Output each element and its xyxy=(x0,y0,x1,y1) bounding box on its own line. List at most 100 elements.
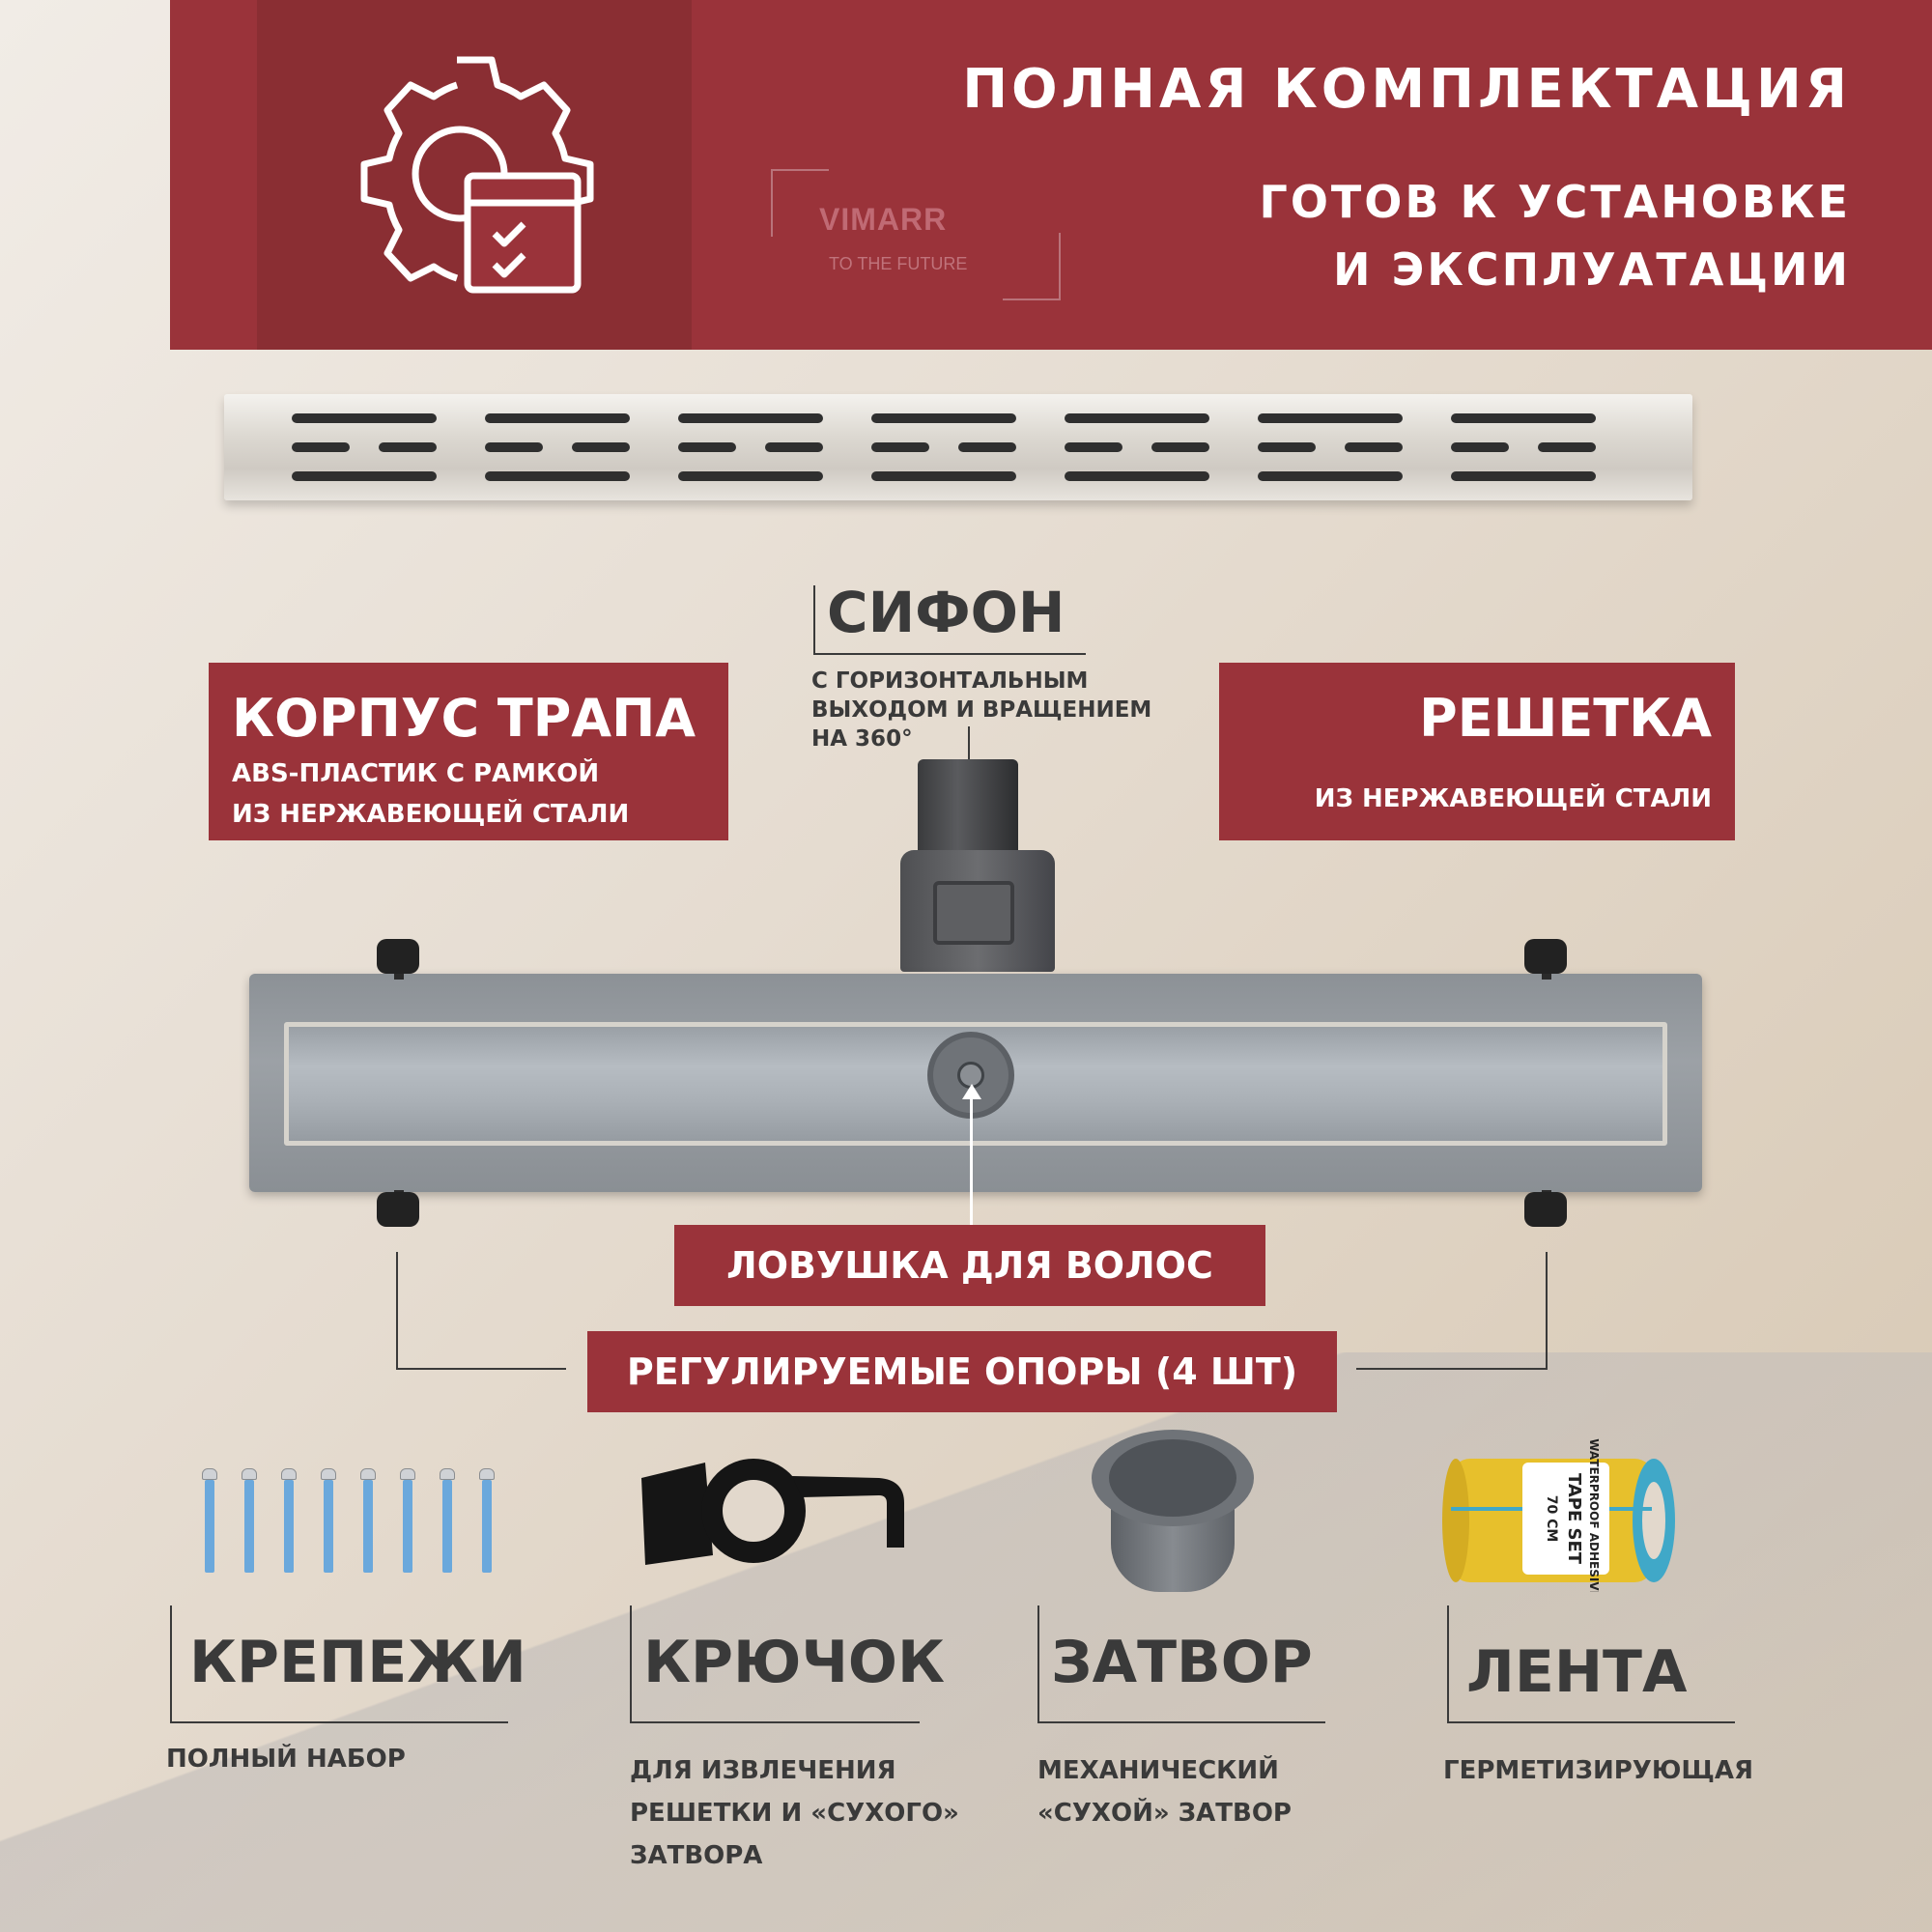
sifon-bracket-horizontal xyxy=(813,653,1086,655)
logo-name: VIMARR xyxy=(819,202,948,237)
grate-slot xyxy=(292,413,437,423)
zatvor-title: ЗАТВОР xyxy=(1051,1629,1313,1696)
page-subtitle-line-1: ГОТОВ К УСТАНОВКЕ xyxy=(1259,176,1851,228)
grate-slot xyxy=(678,442,736,452)
settings-gear-icon xyxy=(354,50,595,301)
legs-bracket-right-vertical xyxy=(1546,1252,1548,1368)
screw-anchor-icon xyxy=(397,1468,418,1575)
grate-slot xyxy=(379,442,437,452)
grate-slot xyxy=(1451,471,1596,481)
grate-slot xyxy=(485,413,630,423)
grate-slot xyxy=(1345,442,1403,452)
brand-logo: VIMARR TO THE FUTURE xyxy=(771,169,1061,300)
grate-slot xyxy=(871,471,1016,481)
korpus-desc-line-1: ABS-ПЛАСТИК С РАМКОЙ xyxy=(232,759,600,788)
kryuchok-title: КРЮЧОК xyxy=(643,1629,945,1696)
tape-icon: WATERPROOF ADHESIVE TAPE SET 70 CM xyxy=(1441,1437,1683,1599)
grate-slot xyxy=(871,442,929,452)
grate-slot xyxy=(678,471,823,481)
logo-tagline: TO THE FUTURE xyxy=(829,254,968,273)
grate-slot xyxy=(1538,442,1596,452)
screws-icon xyxy=(199,1468,518,1575)
krepezhi-bracket-vertical xyxy=(170,1605,172,1723)
sifon-desc-line-3: НА 360° xyxy=(811,726,913,752)
zatvor-desc-line-2: «СУХОЙ» ЗАТВОР xyxy=(1037,1799,1292,1828)
grate-slot xyxy=(485,471,630,481)
siphon-sticker xyxy=(933,881,1014,945)
kryuchok-desc-line-1: ДЛЯ ИЗВЛЕЧЕНИЯ xyxy=(630,1756,896,1785)
sifon-title: СИФОН xyxy=(827,580,1065,645)
zatvor-bracket-vertical xyxy=(1037,1605,1039,1723)
grate-slot xyxy=(871,413,1016,423)
legs-label-box: РЕГУЛИРУЕМЫЕ ОПОРЫ (4 ШТ) xyxy=(587,1331,1337,1412)
legs-bracket-right-horizontal xyxy=(1356,1368,1548,1370)
kryuchok-bracket-horizontal xyxy=(630,1721,920,1723)
kryuchok-desc-line-3: ЗАТВОРА xyxy=(630,1841,763,1870)
hair-trap-label: ЛОВУШКА ДЛЯ ВОЛОС xyxy=(726,1244,1213,1287)
grate-slot xyxy=(1258,442,1316,452)
logo-corner-bottom-right xyxy=(1003,233,1061,300)
grate-slot xyxy=(1258,413,1403,423)
adjustable-leg-icon xyxy=(377,939,419,974)
grate-slot xyxy=(678,413,823,423)
krepezhi-desc: ПОЛНЫЙ НАБОР xyxy=(166,1745,406,1774)
grate-slot xyxy=(292,471,437,481)
legs-bracket-left-horizontal xyxy=(396,1368,566,1370)
zatvor-desc-line-1: МЕХАНИЧЕСКИЙ xyxy=(1037,1756,1279,1785)
sifon-desc-line-1: С ГОРИЗОНТАЛЬНЫМ xyxy=(811,668,1089,694)
sifon-desc-line-2: ВЫХОДОМ И ВРАЩЕНИЕМ xyxy=(811,697,1152,723)
trap-opening xyxy=(1109,1439,1236,1517)
logo-corner-top-left xyxy=(771,169,829,237)
arrowhead-icon xyxy=(962,1084,981,1099)
grate-slot xyxy=(1065,442,1122,452)
reshetka-label-box: РЕШЕТКА ИЗ НЕРЖАВЕЮЩЕЙ СТАЛИ xyxy=(1219,663,1735,840)
krepezhi-bracket-horizontal xyxy=(170,1721,508,1723)
reshetka-title: РЕШЕТКА xyxy=(1419,688,1712,749)
tape-label-line-2: TAPE SET xyxy=(1564,1473,1584,1565)
korpus-title: КОРПУС ТРАПА xyxy=(232,688,696,749)
kryuchok-desc-line-2: РЕШЕТКИ И «СУХОГО» xyxy=(630,1799,959,1828)
kryuchok-bracket-vertical xyxy=(630,1605,632,1723)
screw-anchor-icon xyxy=(318,1468,339,1575)
screw-anchor-icon xyxy=(199,1468,220,1575)
screw-anchor-icon xyxy=(476,1468,497,1575)
grate-slot xyxy=(1151,442,1209,452)
screw-anchor-icon xyxy=(278,1468,299,1575)
hook-icon xyxy=(638,1457,908,1573)
grate-slot xyxy=(1065,471,1209,481)
adjustable-leg-icon xyxy=(1524,1192,1567,1227)
hair-trap-label-box: ЛОВУШКА ДЛЯ ВОЛОС xyxy=(674,1225,1265,1306)
sifon-bracket-vertical xyxy=(813,585,815,655)
reshetka-desc: ИЗ НЕРЖАВЕЮЩЕЙ СТАЛИ xyxy=(1314,784,1712,813)
lenta-title: ЛЕНТА xyxy=(1466,1638,1688,1706)
sifon-pointer-line xyxy=(968,726,970,769)
page-title: ПОЛНАЯ КОМПЛЕКТАЦИЯ xyxy=(962,58,1851,121)
krepezhi-title: КРЕПЕЖИ xyxy=(189,1629,526,1696)
page-subtitle-line-2: И ЭКСПЛУАТАЦИИ xyxy=(1332,243,1851,296)
background-shade xyxy=(0,1352,1932,1932)
lenta-desc: ГЕРМЕТИЗИРУЮЩАЯ xyxy=(1443,1756,1753,1785)
grate-slot xyxy=(958,442,1016,452)
hair-trap-pointer xyxy=(970,1090,973,1227)
legs-bracket-left-vertical xyxy=(396,1252,398,1368)
grate-slot xyxy=(1451,413,1596,423)
legs-label: РЕГУЛИРУЕМЫЕ ОПОРЫ (4 ШТ) xyxy=(626,1350,1298,1393)
grate-slot xyxy=(572,442,630,452)
grate-slot xyxy=(1065,413,1209,423)
korpus-desc-line-2: ИЗ НЕРЖАВЕЮЩЕЙ СТАЛИ xyxy=(232,800,630,829)
grate-slot xyxy=(1451,442,1509,452)
grate-slot xyxy=(292,442,350,452)
steel-grate-image xyxy=(224,394,1692,500)
korpus-label-box: КОРПУС ТРАПА ABS-ПЛАСТИК С РАМКОЙ ИЗ НЕР… xyxy=(209,663,728,840)
lenta-bracket-vertical xyxy=(1447,1605,1449,1723)
screw-anchor-icon xyxy=(437,1468,458,1575)
zatvor-bracket-horizontal xyxy=(1037,1721,1325,1723)
screw-anchor-icon xyxy=(357,1468,379,1575)
tape-label-line-3: 70 CM xyxy=(1544,1495,1559,1543)
screw-anchor-icon xyxy=(239,1468,260,1575)
grate-slot xyxy=(1258,471,1403,481)
siphon-outlet-pipe xyxy=(918,759,1018,852)
dry-trap-icon xyxy=(1092,1430,1254,1594)
adjustable-leg-icon xyxy=(1524,939,1567,974)
grate-slot xyxy=(485,442,543,452)
